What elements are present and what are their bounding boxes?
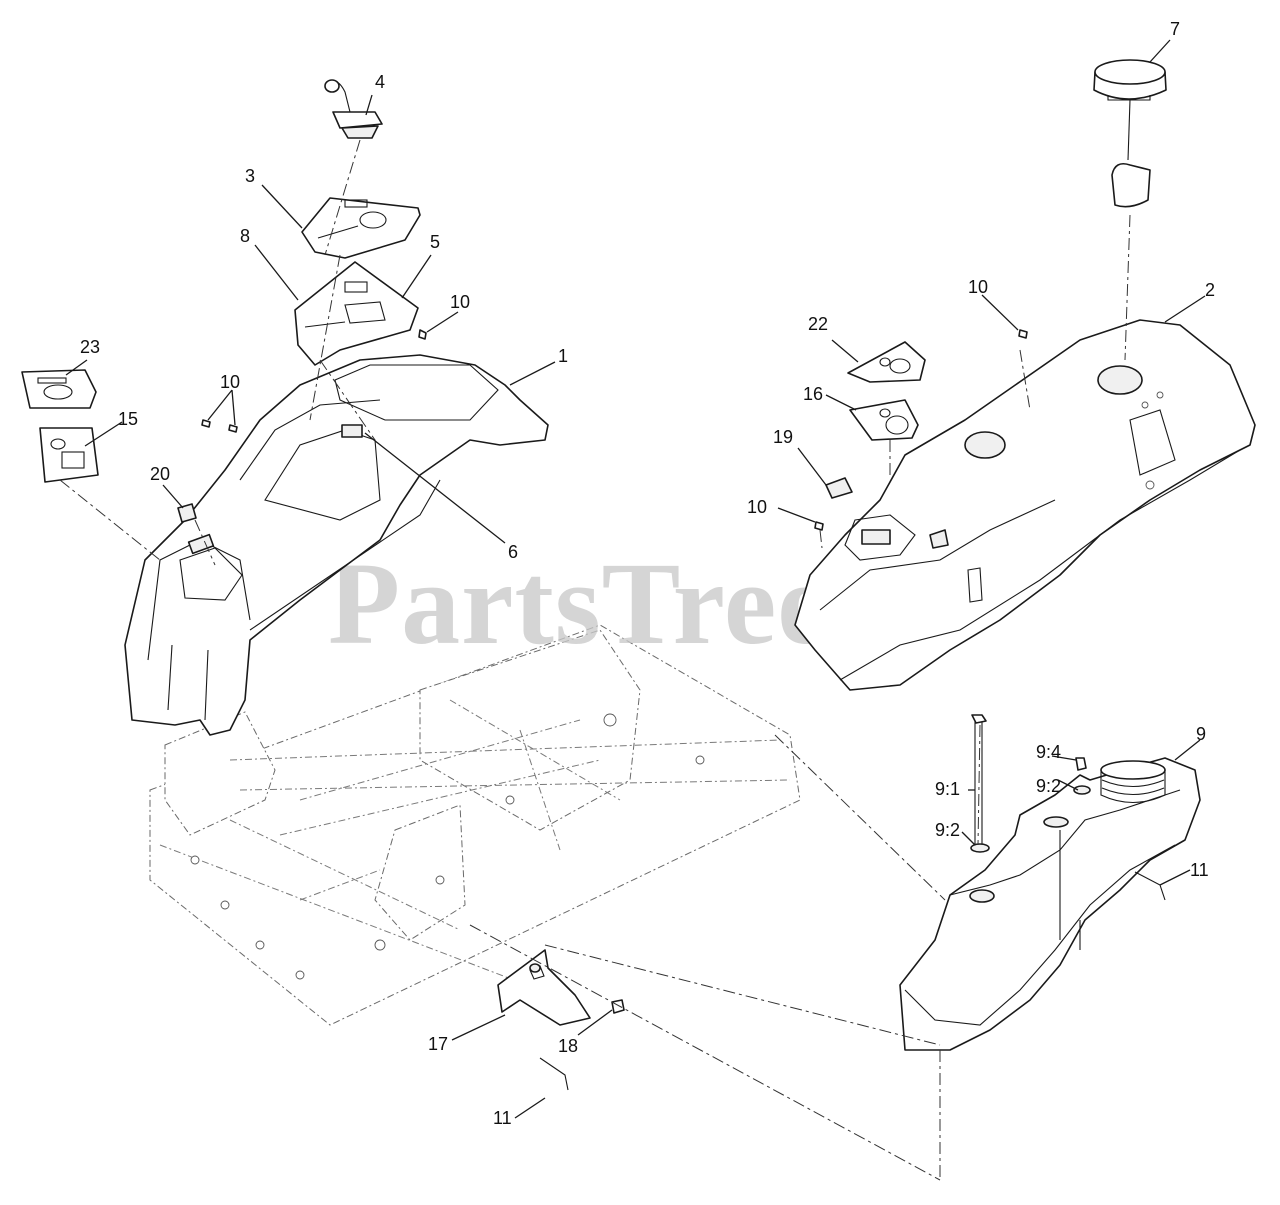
filler-tube-9-1 (970, 714, 990, 853)
callout-7: 7 (1170, 19, 1180, 39)
fuel-cap-7 (1093, 59, 1167, 208)
callout-10-a: 10 (450, 292, 470, 312)
decal-19 (825, 477, 853, 499)
callout-2: 2 (1205, 280, 1215, 300)
clip-11-right (1134, 871, 1166, 901)
bracket-17 (497, 949, 591, 1026)
callout-4: 4 (375, 72, 385, 92)
panel-15 (39, 427, 99, 483)
callout-10-c: 10 (968, 277, 988, 297)
clip-11-lower (539, 1057, 569, 1091)
callout-3: 3 (245, 166, 255, 186)
callout-15: 15 (118, 409, 138, 429)
decal-plate-8 (294, 261, 419, 366)
callout-6: 6 (508, 542, 518, 562)
callout-1: 1 (558, 346, 568, 366)
screw-10-right-a (1018, 329, 1028, 339)
fitting-9-4 (1075, 757, 1087, 771)
watermark-text: PartsTree (328, 538, 831, 669)
throttle-lever-4 (324, 79, 383, 139)
screw-10-right-b (814, 521, 824, 531)
grommet-9-2-upper (1073, 785, 1091, 795)
decal-23 (21, 369, 97, 409)
callout-9-4: 9:4 (1036, 742, 1061, 762)
decal-22 (847, 341, 926, 383)
callout-23: 23 (80, 337, 100, 357)
leader-lines (65, 39, 1206, 1119)
bracket-6 (341, 424, 363, 438)
decal-20 (177, 503, 197, 523)
bolt-18 (611, 999, 625, 1014)
control-panel-3 (301, 197, 421, 259)
callout-16: 16 (803, 384, 823, 404)
callout-9-2-lower: 9:2 (935, 820, 960, 840)
left-console-body (124, 354, 549, 736)
callout-9-2-upper: 9:2 (1036, 776, 1061, 796)
callout-8: 8 (240, 226, 250, 246)
callout-11-right: 11 (1190, 860, 1209, 880)
callout-18: 18 (558, 1036, 578, 1056)
right-console-body (794, 319, 1256, 691)
callout-17: 17 (428, 1034, 448, 1054)
callout-11-lower: 11 (493, 1108, 512, 1128)
chassis-frame (149, 624, 801, 1026)
callout-10-d: 10 (747, 497, 767, 517)
callout-labels: 1 2 3 4 5 6 7 8 9 9:1 9:2 9:2 9:4 10 10 … (80, 19, 1215, 1128)
screws-10-left (201, 329, 427, 433)
callout-9: 9 (1196, 724, 1206, 744)
plate-16 (849, 399, 919, 441)
callout-10-b: 10 (220, 372, 240, 392)
callout-22: 22 (808, 314, 828, 334)
fuel-tank-9 (899, 757, 1201, 1051)
centerlines (59, 139, 1131, 1181)
callout-9-1: 9:1 (935, 779, 960, 799)
callout-20: 20 (150, 464, 170, 484)
callout-5: 5 (430, 232, 440, 252)
callout-19: 19 (773, 427, 793, 447)
